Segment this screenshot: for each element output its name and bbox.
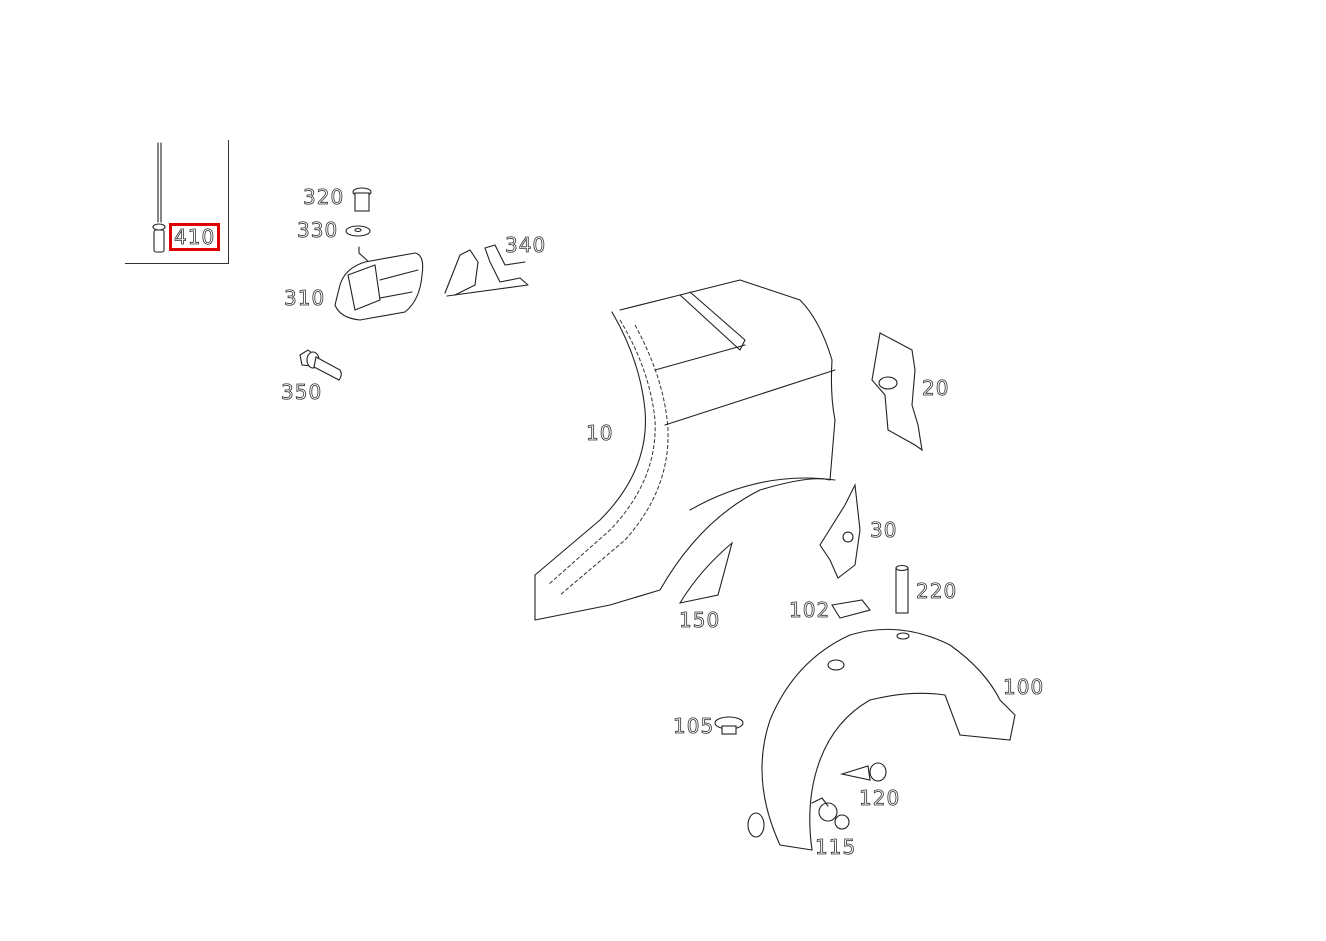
callout-10[interactable]: 10 xyxy=(586,421,614,445)
part-105-nut-drawing[interactable] xyxy=(714,716,744,735)
callout-105[interactable]: 105 xyxy=(673,714,715,738)
part-340-wire-clip-drawing[interactable] xyxy=(444,244,529,297)
part-150-pad-drawing[interactable] xyxy=(678,541,733,604)
callout-220[interactable]: 220 xyxy=(916,579,958,603)
callout-150[interactable]: 150 xyxy=(679,608,721,632)
part-220-tube-drawing[interactable] xyxy=(895,564,909,614)
callout-310[interactable]: 310 xyxy=(284,286,326,310)
inset-frame xyxy=(125,140,229,264)
part-310-fuel-flap-drawing[interactable] xyxy=(334,252,424,321)
part-410-rivet-drawing[interactable] xyxy=(152,142,166,253)
callout-410-highlighted[interactable]: 410 xyxy=(169,223,221,251)
part-30-bracket-drawing[interactable] xyxy=(819,483,861,579)
callout-100[interactable]: 100 xyxy=(1003,675,1045,699)
callout-330[interactable]: 330 xyxy=(297,218,339,242)
part-100-wheel-liner-drawing[interactable] xyxy=(747,628,1016,851)
part-102-pad-drawing[interactable] xyxy=(831,599,871,619)
callout-340[interactable]: 340 xyxy=(505,233,547,257)
callout-115[interactable]: 115 xyxy=(815,835,857,859)
callout-102[interactable]: 102 xyxy=(789,598,831,622)
part-330-washer-drawing[interactable] xyxy=(345,225,371,264)
callout-350[interactable]: 350 xyxy=(281,380,323,404)
callout-120[interactable]: 120 xyxy=(859,786,901,810)
callout-30[interactable]: 30 xyxy=(870,518,898,542)
part-350-bolt-drawing[interactable] xyxy=(299,349,342,381)
part-120-screw-drawing[interactable] xyxy=(839,762,887,782)
part-20-bracket-drawing[interactable] xyxy=(871,332,923,452)
part-10-side-panel-drawing[interactable] xyxy=(534,279,836,621)
part-320-grommet-drawing[interactable] xyxy=(352,187,372,212)
callout-20[interactable]: 20 xyxy=(922,376,950,400)
callout-320[interactable]: 320 xyxy=(303,185,345,209)
part-115-clip-drawing[interactable] xyxy=(811,797,850,830)
